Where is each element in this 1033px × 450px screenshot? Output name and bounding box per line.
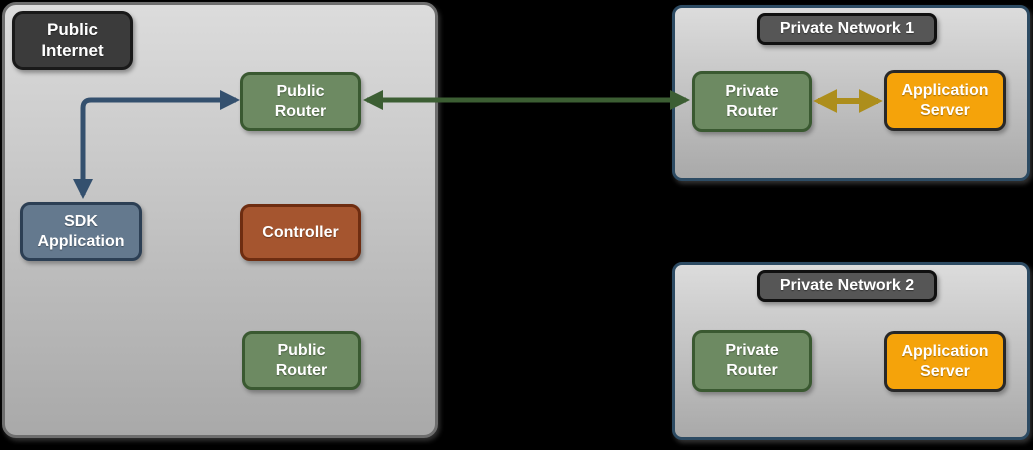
private-network-1-container: Private Network 1 Private Router Applica… <box>672 5 1030 181</box>
private-router-1-node: Private Router <box>692 71 812 132</box>
application-server-2-label: Application Server <box>901 342 989 380</box>
sdk-application-node: SDK Application <box>20 202 142 261</box>
private-router-2-node: Private Router <box>692 330 812 392</box>
private-router-2-label: Private Router <box>725 342 779 379</box>
public-router-1-node: Public Router <box>240 72 361 131</box>
public-router-2-label: Public Router <box>275 341 328 379</box>
public-router-1-label: Public Router <box>274 82 327 120</box>
private-router-1-label: Private Router <box>725 82 779 120</box>
private-network-2-label: Private Network 2 <box>757 270 937 302</box>
controller-node: Controller <box>240 204 361 261</box>
application-server-1-label: Application Server <box>901 81 989 119</box>
private-network-2-container: Private Network 2 Private Router Applica… <box>672 262 1030 440</box>
public-router-2-node: Public Router <box>242 331 361 390</box>
application-server-2-node: Application Server <box>884 331 1006 392</box>
application-server-1-node: Application Server <box>884 70 1006 131</box>
public-internet-label: Public Internet <box>12 11 133 70</box>
controller-label: Controller <box>262 223 339 241</box>
sdk-application-label: SDK Application <box>37 212 125 250</box>
public-internet-container: Public Internet Public Router SDK Applic… <box>2 2 438 438</box>
private-network-1-label-text: Private Network 1 <box>779 20 915 37</box>
private-network-1-label: Private Network 1 <box>757 13 937 45</box>
private-network-2-label-text: Private Network 2 <box>779 277 915 294</box>
public-internet-label-text: Public Internet <box>41 19 104 60</box>
